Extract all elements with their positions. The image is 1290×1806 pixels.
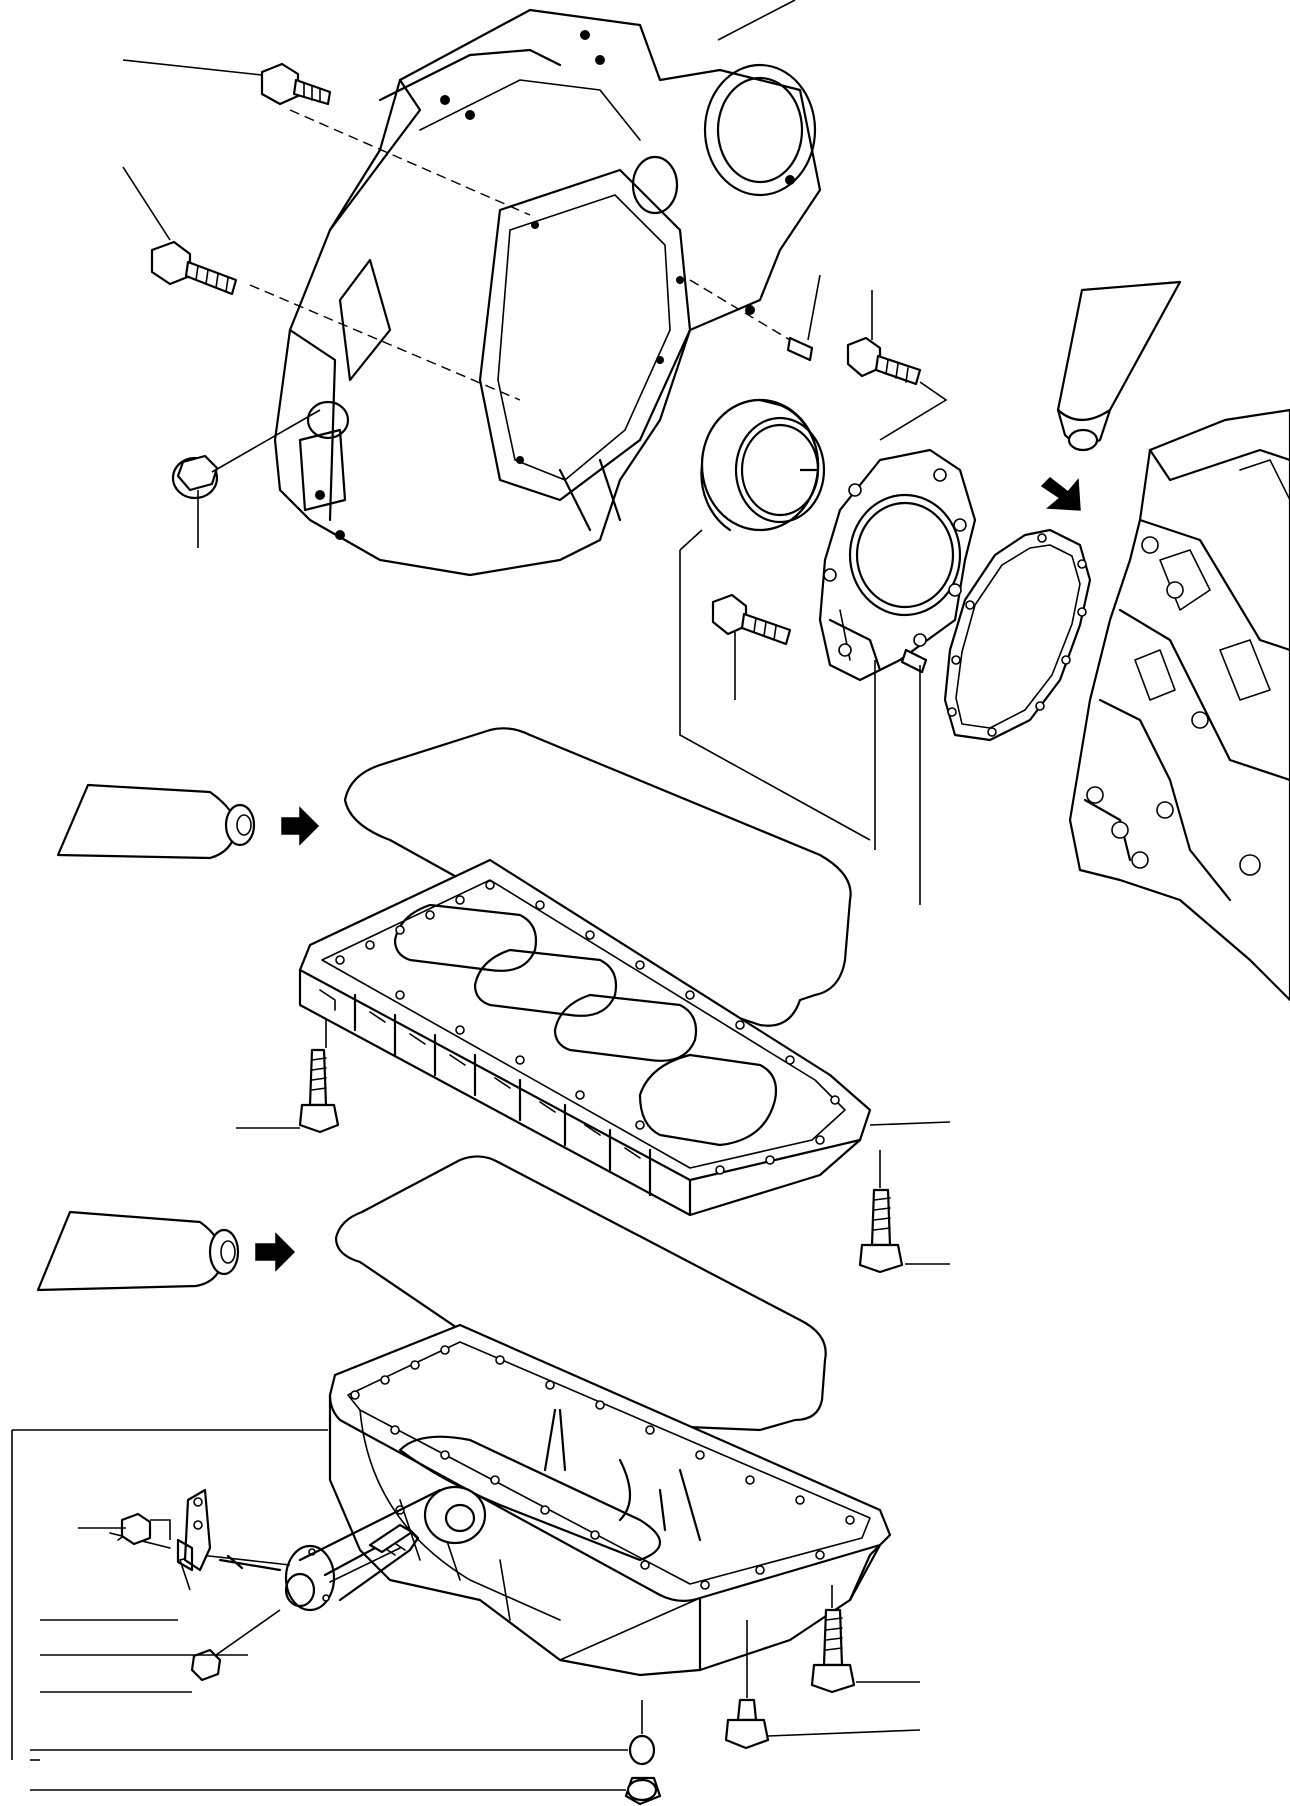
- housing-bolt: [120, 1512, 152, 1546]
- housing-bolt: [846, 336, 922, 386]
- drain-plug: [624, 1776, 662, 1806]
- sealant-tube: [36, 1210, 240, 1292]
- dowel-pin: [900, 648, 928, 674]
- housing-bolt: [190, 1648, 222, 1682]
- housing-bolt: [711, 593, 792, 646]
- housing-bolt: [298, 1048, 340, 1134]
- oil-pan-lower: [328, 1323, 892, 1677]
- crankshaft-rear-oil-seal: [700, 398, 826, 532]
- housing-bolt: [724, 1698, 770, 1750]
- housing-bolt: [150, 240, 238, 296]
- sealant-tube: [56, 783, 256, 860]
- drain-plug: [171, 454, 219, 500]
- gasket: [943, 528, 1092, 742]
- housing-bolt: [858, 1188, 904, 1274]
- sealant-tube: [1056, 280, 1182, 452]
- housing-bolt: [810, 1608, 856, 1694]
- housing-bolt: [260, 62, 332, 106]
- engine-block: [1068, 408, 1290, 1002]
- oil-pan-upper: [298, 858, 872, 1217]
- washer: [628, 1734, 656, 1766]
- flywheel-housing: [249, 8, 822, 577]
- oil-level-gauge: [218, 1488, 442, 1612]
- rear-seal-retainer: [818, 448, 977, 682]
- dowel-pin: [786, 336, 814, 362]
